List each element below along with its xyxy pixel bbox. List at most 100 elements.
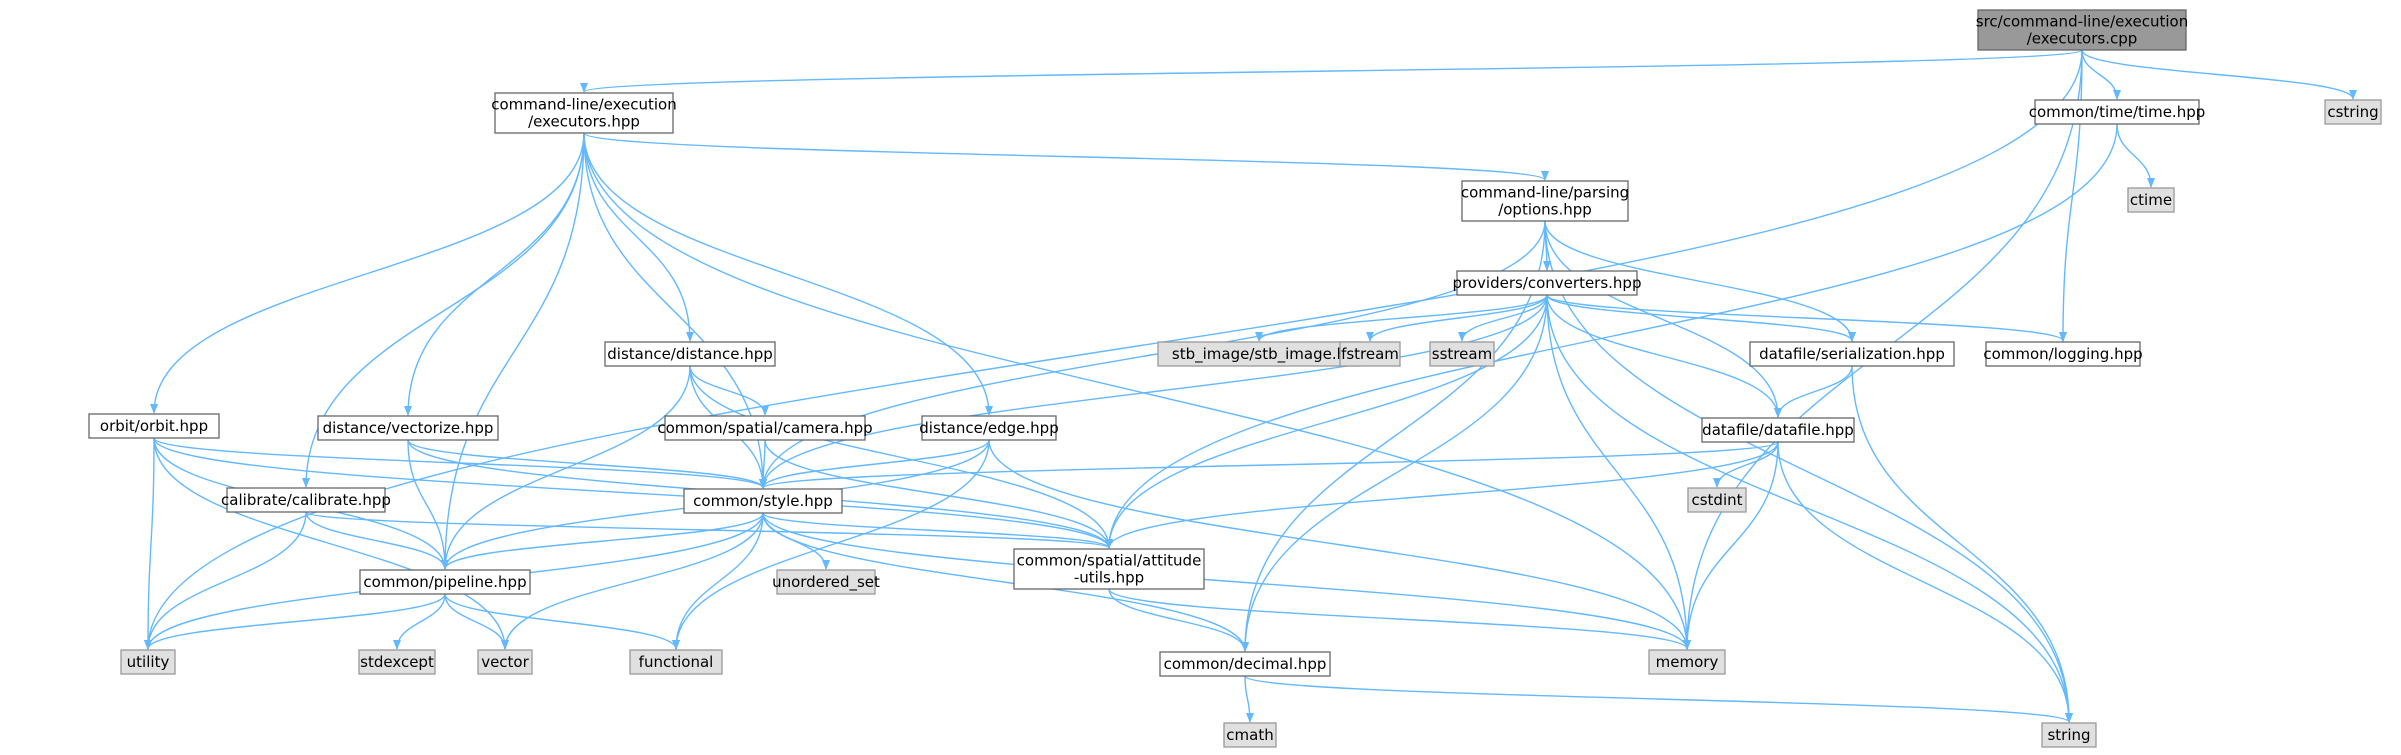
node-label-ctime-0: ctime (2130, 191, 2172, 209)
node-box-logging (1985, 341, 2141, 367)
node-decimal[interactable]: common/decimal.hpp (1159, 651, 1331, 677)
node-label-cmath-0: cmath (1226, 726, 1273, 744)
node-box-fstream (1339, 341, 1401, 367)
node-camera[interactable]: common/spatial/camera.hpp (657, 415, 873, 441)
node-box-utility (120, 649, 176, 675)
node-utility: utility (120, 649, 176, 675)
node-ctime: ctime (2127, 187, 2175, 213)
edge-exechpp-to-options (583, 132, 1549, 181)
node-label-camera-0: common/spatial/camera.hpp (657, 419, 872, 437)
edge-root-to-time (2081, 49, 2121, 100)
node-vector: vector (477, 649, 533, 675)
edge-calibrate-to-utility (144, 511, 307, 650)
node-label-memory-0: memory (1656, 653, 1719, 671)
edge-converters-to-fstream (1366, 294, 1548, 342)
node-vectorize[interactable]: distance/vectorize.hpp (317, 415, 499, 441)
node-box-unordered (776, 569, 876, 595)
edges-layer (144, 49, 2357, 723)
edge-style-to-vector (501, 512, 764, 650)
node-pipeline[interactable]: common/pipeline.hpp (359, 569, 531, 595)
node-cstdint: cstdint (1687, 487, 1747, 513)
node-label-vectorize-0: distance/vectorize.hpp (323, 419, 494, 437)
node-box-vectorize (317, 415, 499, 441)
node-label-time-0: common/time/time.hpp (2029, 103, 2206, 121)
node-label-stdexcept-0: stdexcept (360, 653, 434, 671)
edge-distance-to-camera (689, 365, 769, 416)
node-box-vector (477, 649, 533, 675)
node-edge[interactable]: distance/edge.hpp (919, 415, 1059, 441)
edge-vectorize-to-style (407, 439, 767, 489)
edge-converters-to-style (759, 294, 1548, 489)
node-label-converters-0: providers/converters.hpp (1453, 274, 1642, 292)
node-orbit[interactable]: orbit/orbit.hpp (88, 413, 220, 439)
node-calibrate[interactable]: calibrate/calibrate.hpp (221, 487, 391, 513)
edge-converters-to-sstream (1458, 294, 1548, 342)
node-label-cstring-0: cstring (2327, 103, 2378, 121)
node-label-functional-0: functional (639, 653, 714, 671)
edge-converters-to-logging (1546, 294, 2067, 342)
node-box-serialization (1749, 341, 1955, 367)
node-box-sstream (1429, 341, 1495, 367)
node-memory: memory (1648, 649, 1726, 675)
node-box-camera (664, 415, 866, 441)
node-label-cstdint-0: cstdint (1691, 491, 1742, 509)
node-label-logging-0: common/logging.hpp (1983, 345, 2142, 363)
edge-style-to-decimal (762, 512, 1249, 652)
edge-converters-to-attitude (1105, 294, 1548, 549)
node-label-options-0: command-line/parsing (1461, 184, 1629, 202)
node-label-string-0: string (2047, 726, 2090, 744)
node-datafile[interactable]: datafile/datafile.hpp (1701, 417, 1855, 443)
edge-converters-to-decimal (1241, 294, 1548, 652)
edge-exechpp-to-edge (583, 132, 993, 416)
node-label-datafile-0: datafile/datafile.hpp (1702, 421, 1854, 439)
node-options[interactable]: command-line/parsing/options.hpp (1461, 180, 1629, 222)
edge-pipeline-to-utility (144, 593, 446, 650)
node-converters[interactable]: providers/converters.hpp (1453, 270, 1642, 296)
node-label-orbit-0: orbit/orbit.hpp (100, 417, 208, 435)
edge-attitude-to-decimal (1108, 588, 1249, 652)
edge-datafile-to-style (759, 441, 1779, 489)
edge-calibrate-to-pipeline (305, 511, 449, 570)
edge-edge-to-functional (672, 439, 990, 650)
node-label-pipeline-0: common/pipeline.hpp (363, 573, 526, 591)
node-box-calibrate (226, 487, 386, 513)
edge-orbit-to-vector (153, 437, 509, 650)
node-box-root (1977, 9, 2187, 51)
edge-camera-to-attitude (764, 439, 1113, 549)
edge-pipeline-to-functional (444, 593, 680, 650)
edge-exechpp-to-orbit (150, 132, 585, 414)
node-fstream: fstream (1339, 341, 1401, 367)
node-box-cstdint (1687, 487, 1747, 513)
node-box-ctime (2127, 187, 2175, 213)
edge-converters-to-datafile (1546, 294, 1782, 418)
node-exechpp[interactable]: command-line/execution/executors.hpp (491, 92, 677, 134)
edge-attitude-to-memory (1108, 588, 1691, 650)
node-box-decimal (1159, 651, 1331, 677)
node-label-decimal-0: common/decimal.hpp (1164, 655, 1327, 673)
node-label-attitude-1: -utils.hpp (1074, 569, 1144, 587)
node-logging[interactable]: common/logging.hpp (1983, 341, 2143, 367)
edge-datafile-to-memory (1683, 441, 1779, 650)
edge-edge-to-memory (988, 439, 1691, 650)
node-label-calibrate-0: calibrate/calibrate.hpp (221, 491, 391, 509)
node-time[interactable]: common/time/time.hpp (2029, 99, 2206, 125)
node-serialization[interactable]: datafile/serialization.hpp (1749, 341, 1955, 367)
edge-datafile-to-attitude (1105, 441, 1779, 549)
node-box-time (2034, 99, 2200, 125)
node-box-orbit (88, 413, 220, 439)
node-attitude[interactable]: common/spatial/attitude-utils.hpp (1013, 548, 1205, 590)
node-style[interactable]: common/style.hpp (683, 488, 843, 514)
node-box-pipeline (359, 569, 531, 595)
node-box-string (2041, 722, 2097, 748)
node-distance[interactable]: distance/distance.hpp (604, 341, 776, 367)
node-box-cstring (2324, 99, 2382, 125)
node-label-vector-0: vector (481, 653, 529, 671)
node-root[interactable]: src/command-line/execution/executors.cpp (1976, 9, 2188, 51)
node-functional: functional (629, 649, 723, 675)
edge-converters-to-serialization (1546, 294, 1856, 342)
edge-orbit-to-utility (144, 437, 155, 650)
edge-time-to-ctime (2116, 123, 2155, 188)
node-label-attitude-0: common/spatial/attitude (1017, 552, 1202, 570)
node-label-edge-0: distance/edge.hpp (919, 419, 1058, 437)
node-label-options-1: /options.hpp (1498, 201, 1592, 219)
